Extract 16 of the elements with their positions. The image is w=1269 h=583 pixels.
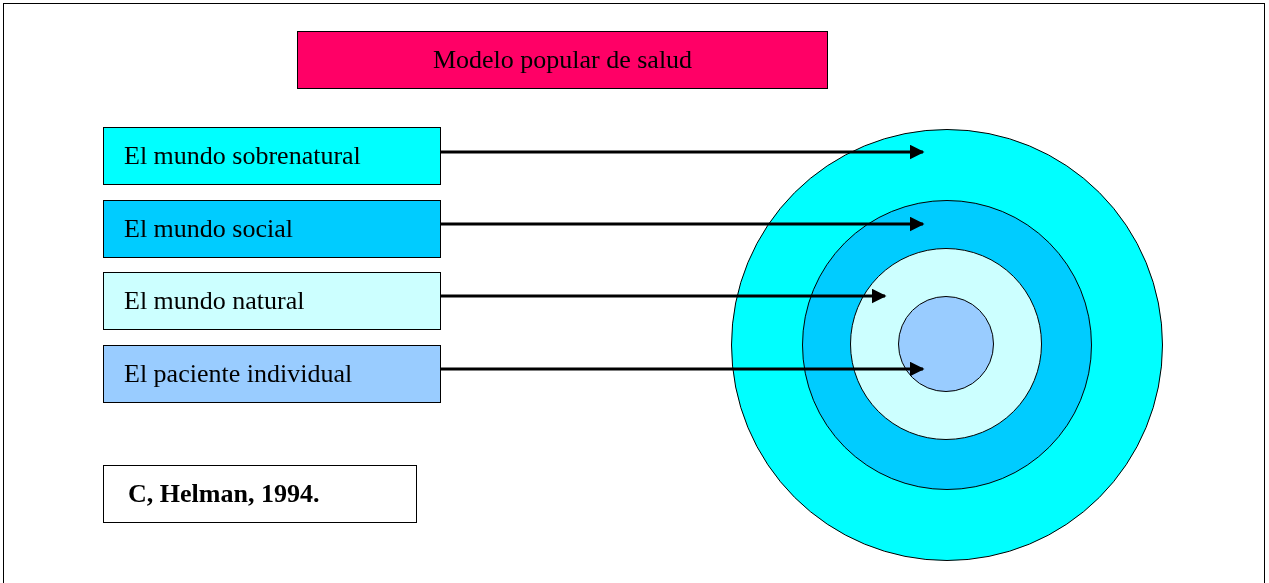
heading-box [297,31,828,89]
arrow [441,144,925,160]
box-label: El mundo sobrenatural [124,141,361,171]
box-label: Modelo popular de salud [432,45,693,75]
citation-text: C, Helman, 1994. [128,479,320,509]
arrow [441,361,925,377]
category-box [103,345,441,403]
arrow [441,216,925,232]
box-label: El paciente individual [124,359,353,389]
box-label: El mundo social [124,214,293,244]
category-box [103,272,441,330]
citation-box [103,465,417,523]
arrow [441,288,887,304]
category-box [103,200,441,258]
box-label: El mundo natural [124,286,305,316]
category-box [103,127,441,185]
